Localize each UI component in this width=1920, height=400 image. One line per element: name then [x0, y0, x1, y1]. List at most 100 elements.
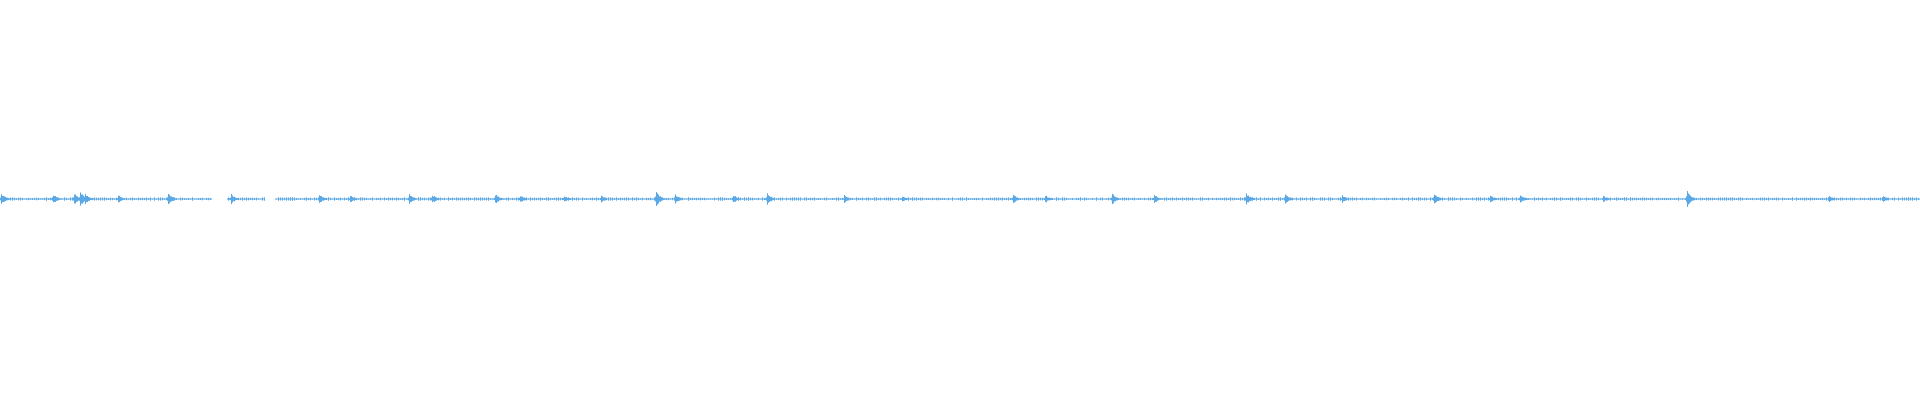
waveform-noise-bar — [934, 198, 935, 200]
waveform-peak-bar — [1690, 195, 1691, 203]
waveform-noise-bar — [1420, 197, 1421, 201]
waveform-noise-bar — [1766, 197, 1767, 201]
waveform-noise-bar — [1294, 198, 1295, 200]
waveform-peak — [1489, 195, 1498, 203]
waveform-peak-bar — [238, 198, 239, 200]
waveform-noise-bar — [1738, 197, 1739, 201]
waveform-noise-bar — [308, 197, 309, 201]
waveform-noise-bar — [516, 197, 517, 201]
waveform-noise-bar — [1892, 197, 1893, 201]
waveform-noise-bar — [1818, 198, 1819, 200]
waveform-peak-bar — [846, 197, 847, 201]
waveform-peak-bar — [1051, 198, 1052, 200]
waveform-noise-bar — [666, 197, 667, 201]
waveform-noise-bar — [1188, 197, 1189, 201]
waveform-noise-bar — [912, 197, 913, 201]
waveform-noise-bar — [862, 197, 863, 201]
waveform-noise-bar — [462, 197, 463, 201]
waveform-peak-bar — [173, 197, 174, 201]
waveform-peak-bar — [415, 198, 416, 200]
waveform-noise-bar — [1858, 198, 1859, 200]
waveform-noise-bar — [1896, 198, 1897, 200]
waveform-noise-bar — [1196, 198, 1197, 200]
waveform-noise-bar — [460, 197, 461, 201]
waveform-noise-bar — [398, 197, 399, 201]
waveform-peak-bar — [502, 198, 503, 200]
waveform-noise-bar — [1096, 197, 1097, 201]
waveform-noise-bar — [428, 197, 429, 201]
waveform-noise-bar — [260, 198, 261, 200]
waveform-noise-bar — [976, 197, 977, 201]
waveform-noise-bar — [1536, 197, 1537, 201]
waveform-noise-bar — [62, 198, 63, 200]
waveform-noise-bar — [636, 197, 637, 201]
waveform-noise-bar — [1200, 197, 1201, 201]
waveform-noise-bar — [802, 198, 803, 200]
waveform-noise-bar — [346, 197, 347, 201]
waveform-noise-bar — [1756, 197, 1757, 201]
waveform-noise-bar — [1130, 198, 1131, 200]
waveform-noise-bar — [1352, 197, 1353, 201]
waveform-noise-bar — [786, 197, 787, 201]
waveform-noise-bar — [1918, 198, 1919, 200]
waveform-peak-bar — [680, 197, 681, 201]
waveform-noise-bar — [1650, 197, 1651, 201]
waveform-peak-bar — [1344, 197, 1345, 201]
waveform-noise-bar — [1798, 198, 1799, 200]
waveform-peak-bar — [1830, 196, 1831, 202]
waveform-noise-bar — [552, 198, 553, 200]
waveform-noise-bar — [978, 198, 979, 200]
waveform-noise-bar — [992, 197, 993, 201]
waveform-noise-bar — [464, 197, 465, 201]
waveform-peak-bar — [1043, 198, 1044, 200]
waveform-noise-bar — [1180, 197, 1181, 201]
waveform-noise-bar — [1504, 197, 1505, 201]
waveform-noise-bar — [538, 197, 539, 201]
waveform-peak-bar — [1691, 196, 1692, 202]
waveform-peak-bar — [412, 196, 413, 202]
waveform-noise-bar — [1552, 197, 1553, 201]
waveform-peak-bar — [565, 197, 566, 201]
waveform-peak-bar — [323, 197, 324, 201]
waveform-noise-bar — [400, 198, 401, 200]
waveform-noise-bar — [832, 197, 833, 201]
waveform-peak-bar — [416, 198, 417, 200]
waveform-peak-bar — [736, 197, 737, 201]
waveform-noise-bar — [282, 197, 283, 201]
waveform-noise-bar — [730, 198, 731, 200]
waveform-peak-bar — [659, 196, 660, 202]
waveform-noise-bar — [1462, 197, 1463, 201]
waveform-noise-bar — [1758, 198, 1759, 200]
waveform-noise-bar — [982, 197, 983, 201]
waveform-noise-bar — [632, 197, 633, 201]
waveform-noise-bar — [1138, 198, 1139, 200]
waveform-noise-bar — [1072, 197, 1073, 201]
waveform-noise-bar — [572, 197, 573, 201]
waveform-peak-bar — [1693, 197, 1694, 201]
waveform-peak-bar — [1520, 195, 1521, 203]
waveform-noise-bar — [886, 197, 887, 201]
waveform-peak-bar — [166, 198, 167, 200]
waveform-noise-bar — [374, 198, 375, 200]
waveform-noise-bar — [1672, 198, 1673, 200]
waveform-noise-bar — [1810, 197, 1811, 201]
waveform-noise-bar — [922, 197, 923, 201]
waveform-noise-bar — [360, 197, 361, 201]
waveform-noise-bar — [1094, 198, 1095, 200]
waveform-peak-bar — [564, 196, 565, 202]
waveform-peak-bar — [320, 195, 321, 203]
waveform-noise-bar — [158, 197, 159, 201]
waveform-peak-bar — [350, 196, 351, 202]
waveform-peak-bar — [237, 198, 238, 200]
waveform-noise-bar — [720, 197, 721, 201]
waveform-peak-bar — [1112, 193, 1113, 205]
waveform-peak-bar — [1346, 197, 1347, 201]
waveform-noise-bar — [204, 198, 205, 200]
waveform-noise-bar — [896, 198, 897, 200]
waveform-noise-bar — [1182, 197, 1183, 201]
waveform-noise-bar — [1528, 197, 1529, 201]
waveform-noise-bar — [1902, 197, 1903, 201]
waveform-noise-bar — [560, 197, 561, 201]
